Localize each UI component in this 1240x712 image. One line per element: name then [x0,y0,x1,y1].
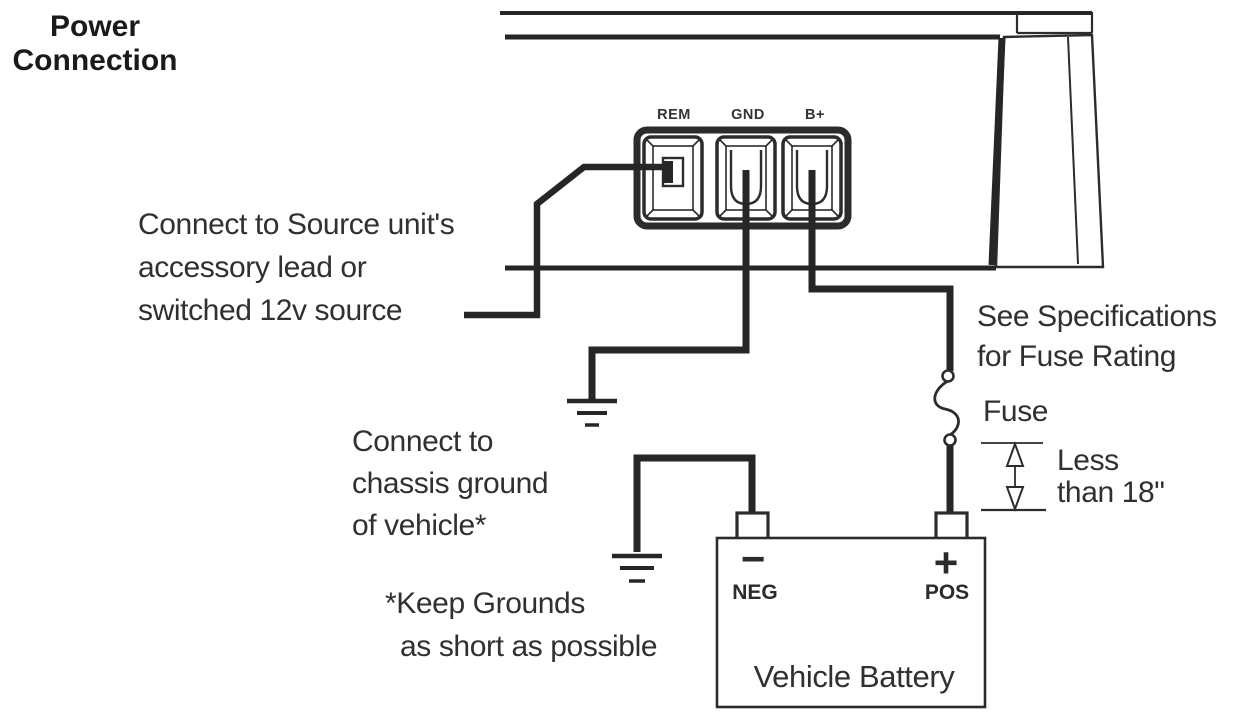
remote-wire [464,163,666,319]
annotation-remote-lead: Connect to Source unit's accessory lead … [138,208,455,327]
fuse-spec-line-2: for Fuse Rating [977,340,1176,373]
remote-lead-line-1: Connect to Source unit's [138,208,454,241]
fuse-terminal-top [941,369,955,383]
down-arrow-icon [1005,486,1025,512]
battery-negative-wire [633,454,756,552]
annotation-keep-grounds: *Keep Grounds as short as possible [385,587,658,663]
amp-endcap-top [1015,12,1094,35]
battery-minus-sign: − [741,535,766,582]
terminal-label-bplus: B+ [805,107,825,123]
battery-positive-wire-upper [808,170,954,371]
remote-lead-line-3: switched 12v source [138,294,402,327]
amp-ground-wire [588,170,750,399]
terminal-rem-bevels [645,138,701,218]
battery-body [715,536,987,709]
battery-neg-label: NEG [732,581,778,604]
fuse-distance-line-1: Less [1057,444,1119,477]
keep-grounds-line-2: as short as possible [400,630,657,663]
vehicle-battery: − + NEG POS Vehicle Battery [715,511,987,709]
battery-plus-sign: + [934,539,959,586]
remote-lead-line-2: accessory lead or [138,251,367,284]
annotation-fuse-spec: See Specifications for Fuse Rating [977,300,1217,373]
terminal-gnd-bevels [718,138,774,218]
fuse-label: Fuse [983,395,1048,428]
ground-symbol-amp [567,398,617,427]
page-title: Power Connection [13,10,178,77]
fuse-spec-line-1: See Specifications [977,300,1217,333]
title-line-2: Connection [13,44,178,77]
amplifier-outline [500,11,1105,271]
keep-grounds-line-1: *Keep Grounds [385,587,585,620]
terminal-rem-frame [652,145,694,211]
annotation-fuse-distance: Less than 18" [1057,444,1165,509]
ground-symbol-chassis [612,553,662,583]
remote-wire-tip [663,161,673,183]
battery-title: Vehicle Battery [754,659,956,694]
amp-corner-edge [988,37,1006,266]
amp-endcap-body [994,33,1105,269]
battery-positive-post [934,511,969,541]
title-line-1: Power [50,10,140,43]
chassis-ground-line-3: of vehicle* [352,509,487,542]
amp-endcap-inner-line [1067,36,1079,265]
fuse-squiggle [933,379,960,437]
terminal-block: REM GND B+ [633,107,852,230]
fuse-terminal-bottom [943,433,957,447]
terminal-label-gnd: GND [731,107,765,123]
fuse-symbol [933,369,960,447]
terminal-bplus-bevels [784,138,840,218]
battery-pos-label: POS [925,581,969,604]
fuse-distance-line-2: than 18" [1057,476,1165,509]
terminal-label-rem: REM [657,107,691,123]
up-arrow-icon [1005,441,1025,467]
chassis-ground-line-2: chassis ground [352,467,548,500]
dimension-marker [981,441,1046,512]
chassis-ground-line-1: Connect to [352,425,493,458]
annotation-chassis-ground: Connect to chassis ground of vehicle* [352,425,549,542]
